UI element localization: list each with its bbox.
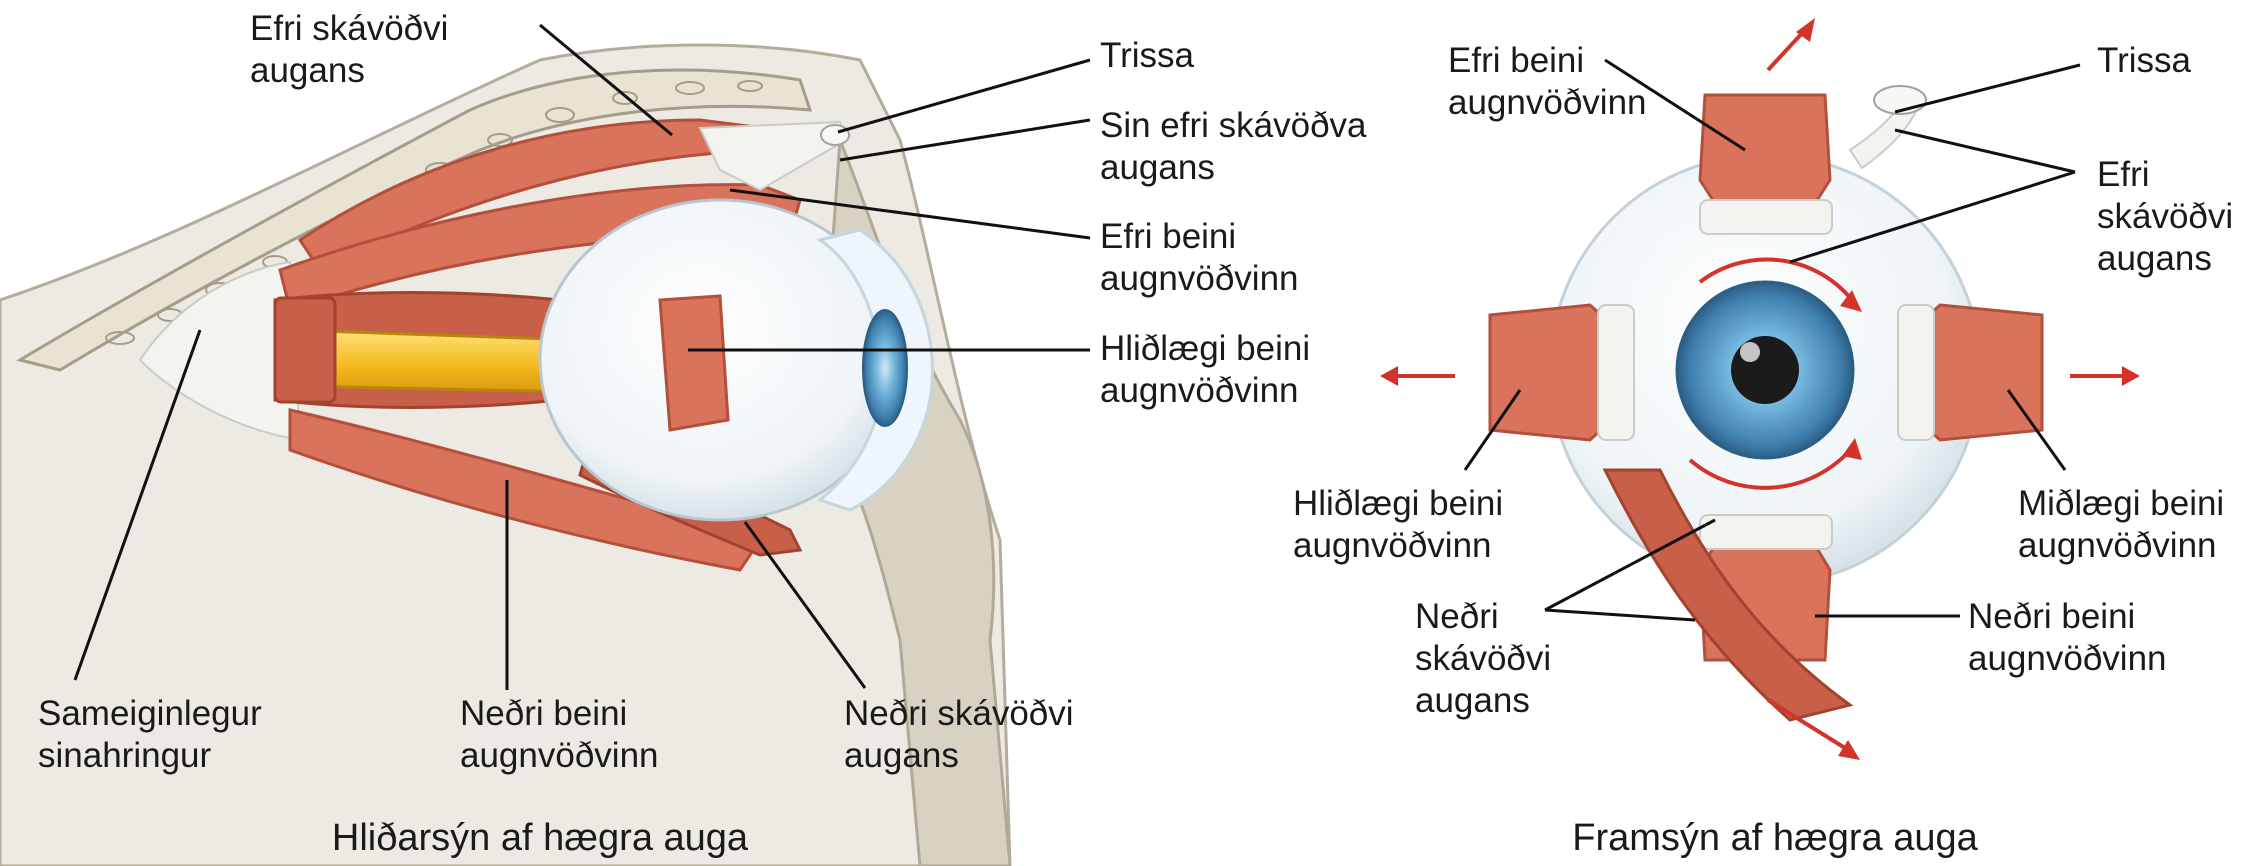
- direction-arrowhead-down: [1838, 740, 1860, 760]
- label-front-trochlea: Trissa: [2097, 41, 2192, 80]
- lateral-rectus-insertion: [658, 294, 730, 432]
- front-pupil-highlight: [1740, 342, 1760, 362]
- label-side-superior-rectus: Efri beini augnvöðvinn: [1100, 217, 1299, 298]
- rotation-arrow-top: [1698, 257, 1854, 302]
- direction-arrow-up: [1766, 28, 1807, 72]
- front-view-leaders: [1463, 58, 2081, 622]
- front-medial-rectus-tendon: [1897, 304, 1935, 441]
- label-front-inferior-oblique: Neðri skávöðvi augans: [1415, 597, 1561, 720]
- label-side-inferior-rectus: Neðri beini augnvöðvinn: [460, 694, 659, 775]
- rotation-arrowhead-top: [1840, 290, 1862, 312]
- label-side-trochlea: Trissa: [1100, 36, 1195, 75]
- label-front-superior-rectus: Efri beini augnvöðvinn: [1448, 41, 1647, 122]
- front-medial-rectus: [1916, 303, 2044, 442]
- caption-side-view: Hliðarsýn af hægra auga: [332, 817, 749, 859]
- superior-oblique-tendon: [698, 120, 848, 192]
- orbital-roof: [16, 68, 813, 372]
- rotation-arrowhead-bottom: [1842, 438, 1862, 460]
- caption-front-view: Framsýn af hægra auga: [1572, 817, 1978, 859]
- label-front-inferior-rectus: Neðri beini augnvöðvinn: [1968, 597, 2167, 678]
- direction-arrowhead-right: [2122, 366, 2140, 386]
- label-side-lateral-rectus: Hliðlægi beini augnvöðvinn: [1100, 329, 1320, 410]
- front-inferior-oblique: [1602, 468, 1854, 722]
- rotation-arrow-bottom: [1688, 446, 1854, 490]
- side-view-illustration: [0, 43, 1012, 866]
- label-side-superior-oblique-tendon: Sin efri skávöðva augans: [1100, 106, 1376, 187]
- front-lateral-rectus-tendon: [1597, 304, 1635, 441]
- label-front-lateral-rectus: Hliðlægi beini augnvöðvinn: [1293, 484, 1513, 565]
- front-pupil: [1731, 336, 1799, 404]
- side-iris: [862, 309, 908, 427]
- tendon-band: [273, 296, 337, 404]
- side-view-leaders: [73, 23, 1091, 690]
- label-front-superior-oblique: Efri skávöðvi augans: [2097, 155, 2243, 278]
- label-side-superior-oblique: Efri skávöðvi augans: [250, 9, 458, 90]
- front-inferior-rectus-tendon: [1699, 514, 1833, 550]
- direction-arrow-down: [1766, 698, 1847, 750]
- side-trochlea: [820, 124, 850, 146]
- direction-arrowhead-left: [1380, 366, 1398, 386]
- label-side-inferior-oblique: Neðri skávöðvi augans: [844, 694, 1083, 775]
- front-lateral-rectus: [1488, 303, 1614, 442]
- inferior-rectus-muscle: [288, 408, 763, 572]
- front-superior-rectus: [1698, 93, 1832, 210]
- direction-arrowhead-up: [1796, 18, 1815, 42]
- label-side-common-ring: Sameiginlegur sinahringur: [38, 694, 271, 775]
- label-front-medial-rectus: Miðlægi beini augnvöðvinn: [2018, 484, 2234, 565]
- side-cornea: [816, 228, 934, 512]
- front-view-illustration: [1380, 18, 2140, 760]
- front-superior-rectus-tendon: [1699, 199, 1833, 235]
